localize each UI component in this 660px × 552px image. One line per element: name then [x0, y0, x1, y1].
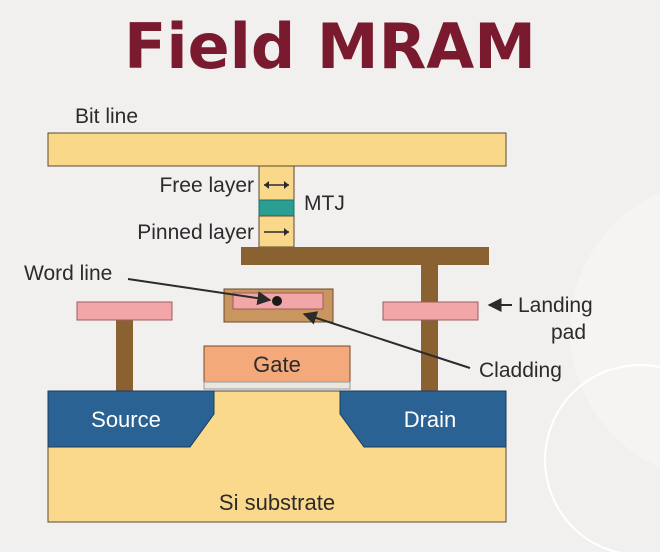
- free-layer-arrowheads-icon: [264, 181, 289, 189]
- pinned-layer-label: Pinned layer: [137, 221, 254, 244]
- source-label: Source: [91, 407, 161, 432]
- cladding-pointer: [302, 311, 471, 369]
- current-dot-icon: [272, 296, 282, 306]
- drain-via: [421, 265, 438, 391]
- landing-pad-left: [76, 301, 173, 321]
- substrate-label: Si substrate: [219, 490, 335, 515]
- background-ring: [544, 364, 660, 552]
- bit-line-label: Bit line: [75, 105, 138, 128]
- landing-pad-right: [382, 301, 479, 321]
- drain-region: [339, 390, 507, 448]
- gate-oxide: [203, 381, 351, 390]
- pinned-layer-arrowhead-icon: [284, 228, 289, 236]
- cladding-label: Cladding: [479, 359, 562, 382]
- source-via: [116, 320, 133, 391]
- mtj-label: MTJ: [304, 192, 345, 215]
- landing-pad-label-1: Landing: [518, 294, 593, 317]
- landing-pad-label-2: pad: [551, 321, 586, 344]
- gate: [203, 345, 351, 383]
- bit-line: [47, 132, 507, 167]
- gate-label: Gate: [253, 352, 301, 377]
- tunnel-barrier: [258, 199, 295, 217]
- free-layer: [258, 165, 295, 201]
- free-layer-label: Free layer: [159, 174, 254, 197]
- page-title: Field MRAM: [124, 10, 536, 83]
- word-line-label: Word line: [24, 262, 112, 285]
- drain-label: Drain: [404, 407, 457, 432]
- source-region: [47, 390, 215, 448]
- word-line-pointer: [127, 278, 272, 306]
- bottom-electrode: [241, 247, 489, 265]
- background-circle: [570, 192, 660, 468]
